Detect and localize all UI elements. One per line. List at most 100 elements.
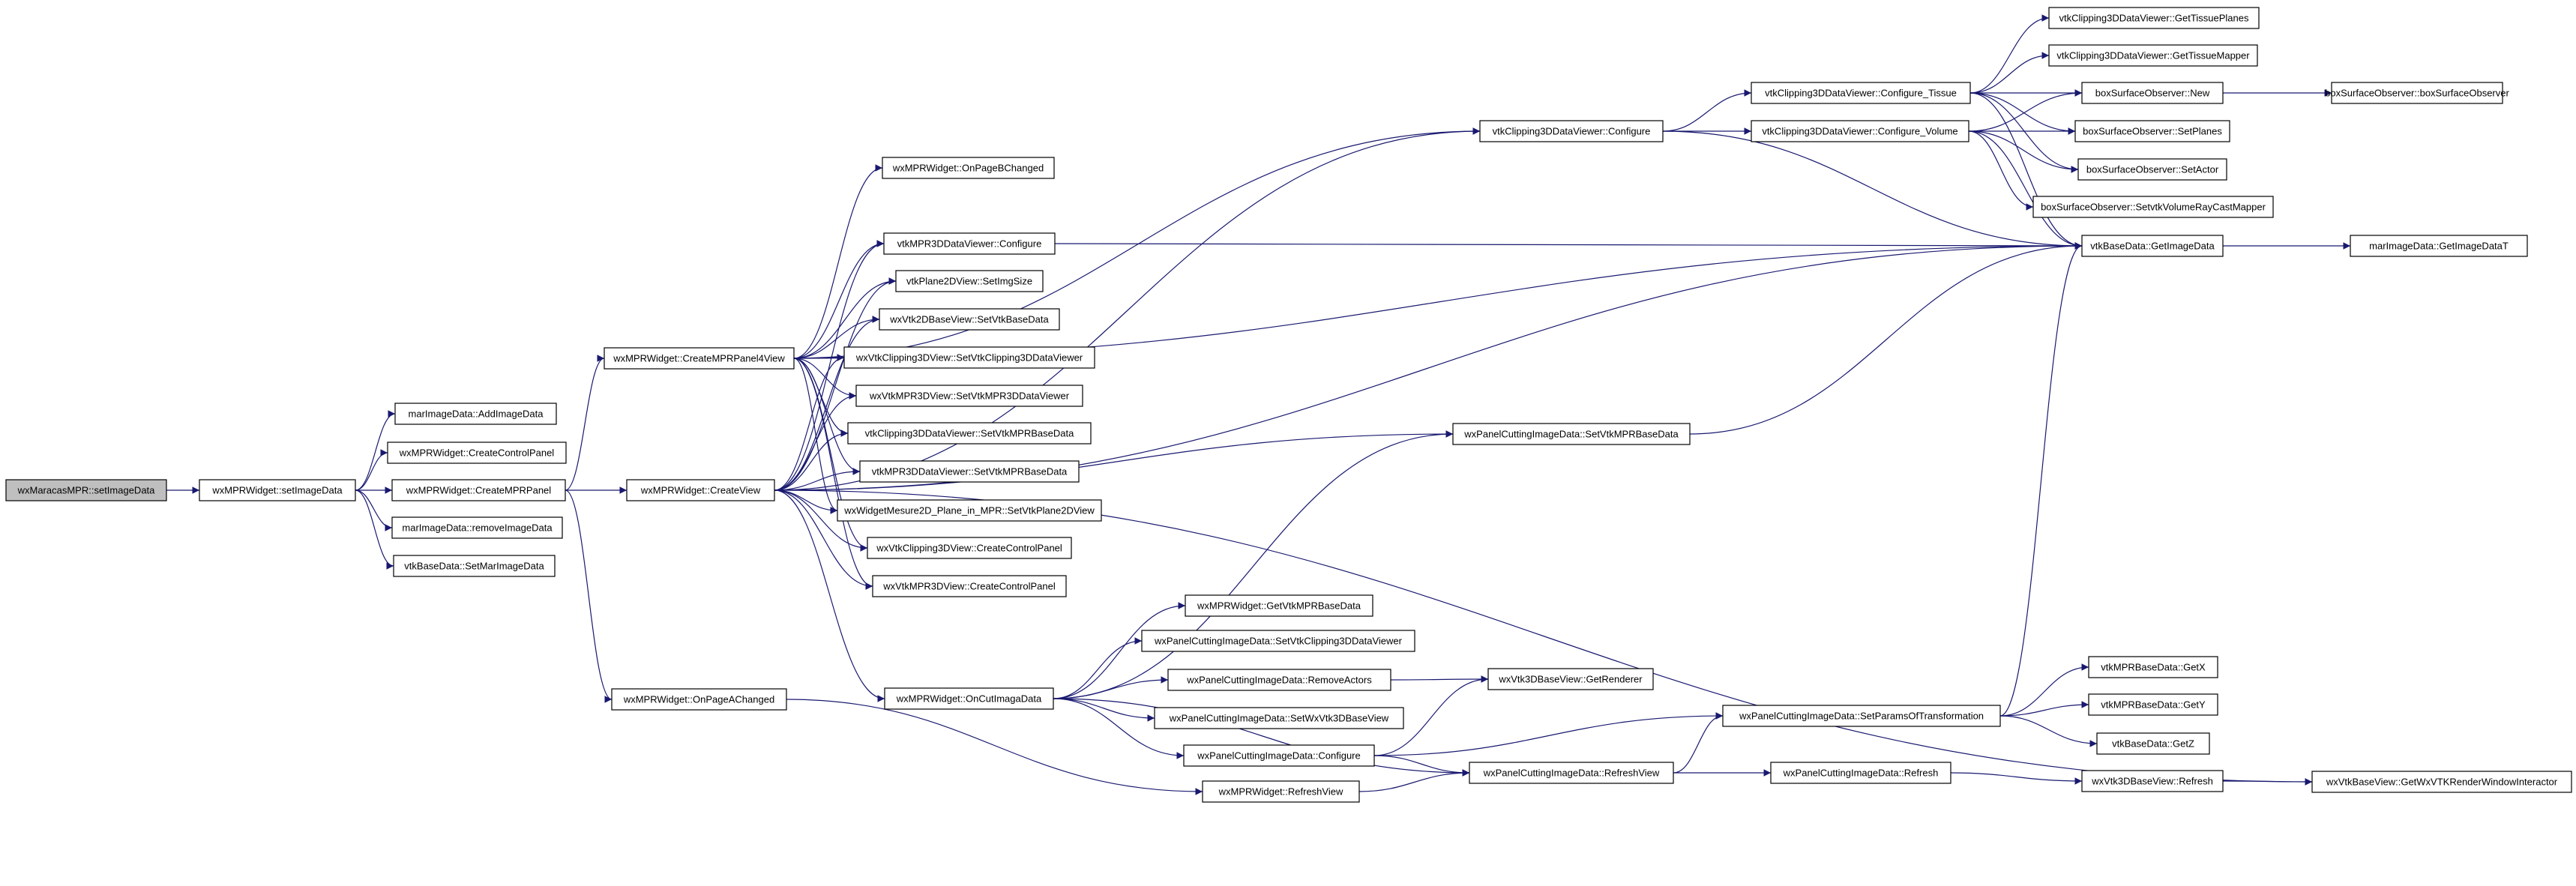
node-box[interactable]: [867, 537, 1072, 559]
node-box[interactable]: [604, 347, 795, 370]
node-vtkclipping3ddataviewer-gettissueplanes[interactable]: vtkClipping3DDataViewer::GetTissuePlanes: [2048, 7, 2260, 29]
node-wxmprwidget-getvtkmprbasedata[interactable]: wxMPRWidget::GetVtkMPRBaseData: [1185, 594, 1373, 617]
node-boxsurfaceobserver-new[interactable]: boxSurfaceObserver::New: [2081, 82, 2224, 104]
node-box[interactable]: [626, 479, 775, 501]
node-vtkplane2dview-setimgsize[interactable]: vtkPlane2DView::SetImgSize: [895, 270, 1044, 292]
node-wxmprwidget-createview[interactable]: wxMPRWidget::CreateView: [626, 479, 775, 501]
node-wxpanelcuttingimagedata-removeactors[interactable]: wxPanelCuttingImageData::RemoveActors: [1167, 669, 1391, 691]
node-wxpanelcuttingimagedata-setvtkmprbasedata[interactable]: wxPanelCuttingImageData::SetVtkMPRBaseDa…: [1452, 423, 1691, 445]
node-vtkclipping3ddataviewer-configure-volume[interactable]: vtkClipping3DDataViewer::Configure_Volum…: [1751, 120, 1969, 142]
node-wxmprwidget-createmprpanel[interactable]: wxMPRWidget::CreateMPRPanel: [391, 479, 566, 501]
node-boxsurfaceobserver-setactor[interactable]: boxSurfaceObserver::SetActor: [2077, 158, 2227, 181]
node-vtkmpr3ddataviewer-setvtkmprbasedata[interactable]: vtkMPR3DDataViewer::SetVtkMPRBaseData: [859, 460, 1080, 483]
node-wxpanelcuttingimagedata-configure[interactable]: wxPanelCuttingImageData::Configure: [1183, 744, 1375, 767]
node-box[interactable]: [2048, 7, 2260, 29]
node-boxsurfaceobserver-setplanes[interactable]: boxSurfaceObserver::SetPlanes: [2074, 120, 2230, 142]
node-vtkbasedata-getimagedata[interactable]: vtkBaseData::GetImageData: [2081, 235, 2224, 257]
node-wxpanelcuttingimagedata-setparamsoftransformation[interactable]: wxPanelCuttingImageData::SetParamsOfTran…: [1722, 705, 2001, 727]
node-wxvtk3dbaseview-getrenderer[interactable]: wxVtk3DBaseView::GetRenderer: [1487, 668, 1654, 690]
node-box[interactable]: [847, 422, 1092, 444]
node-box[interactable]: [2331, 82, 2503, 104]
node-wxpanelcuttingimagedata-setwxvtk3dbaseview[interactable]: wxPanelCuttingImageData::SetWxVtk3DBaseV…: [1154, 707, 1404, 729]
node-box[interactable]: [2074, 120, 2230, 142]
node-box[interactable]: [1469, 762, 1674, 784]
node-vtkclipping3ddataviewer-setvtkmprbasedata[interactable]: vtkClipping3DDataViewer::SetVtkMPRBaseDa…: [847, 422, 1092, 444]
node-wxvtk3dbaseview-refresh[interactable]: wxVtk3DBaseView::Refresh: [2081, 770, 2224, 792]
node-box[interactable]: [2350, 235, 2528, 257]
node-box[interactable]: [883, 232, 1056, 255]
node-box[interactable]: [1183, 744, 1375, 767]
node-box[interactable]: [199, 479, 356, 501]
node-box[interactable]: [1751, 82, 1971, 104]
node-wxmprwidget-setimagedata[interactable]: wxMPRWidget::setImageData: [199, 479, 356, 501]
node-box[interactable]: [391, 479, 566, 501]
node-box[interactable]: [884, 687, 1054, 710]
node-box[interactable]: [855, 385, 1083, 407]
node-box[interactable]: [882, 157, 1055, 179]
node-box[interactable]: [2088, 693, 2218, 716]
node-box[interactable]: [2077, 158, 2227, 181]
node-box[interactable]: [2096, 732, 2210, 755]
node-box[interactable]: [2081, 235, 2224, 257]
node-box[interactable]: [1452, 423, 1691, 445]
node-wxvtkmpr3dview-setvtkmpr3ddataviewer[interactable]: wxVtkMPR3DView::SetVtkMPR3DDataViewer: [855, 385, 1083, 407]
node-box[interactable]: [2081, 770, 2224, 792]
node-vtkbasedata-getz[interactable]: vtkBaseData::GetZ: [2096, 732, 2210, 755]
node-box[interactable]: [391, 516, 563, 539]
node-box[interactable]: [1770, 762, 1951, 784]
node-box[interactable]: [1202, 780, 1360, 803]
node-box[interactable]: [872, 575, 1067, 597]
node-box[interactable]: [1167, 669, 1391, 691]
node-wxpanelcuttingimagedata-refresh[interactable]: wxPanelCuttingImageData::Refresh: [1770, 762, 1951, 784]
node-wxmprwidget-oncutimagadata[interactable]: wxMPRWidget::OnCutImagaData: [884, 687, 1054, 710]
node-box[interactable]: [1154, 707, 1404, 729]
node-wxpanelcuttingimagedata-setvtkclipping3ddataviewer[interactable]: wxPanelCuttingImageData::SetVtkClipping3…: [1141, 630, 1415, 652]
node-vtkclipping3ddataviewer-configure[interactable]: vtkClipping3DDataViewer::Configure: [1479, 120, 1664, 142]
node-wxmprwidget-createcontrolpanel[interactable]: wxMPRWidget::CreateControlPanel: [387, 442, 567, 464]
node-wxwidgetmesure2d-plane-in-mpr-setvtkplane2dview[interactable]: wxWidgetMesure2D_Plane_in_MPR::SetVtkPla…: [837, 499, 1102, 522]
node-box[interactable]: [1487, 668, 1654, 690]
node-box[interactable]: [394, 403, 557, 425]
node-wxvtk2dbaseview-setvtkbasedata[interactable]: wxVtk2DBaseView::SetVtkBaseData: [879, 308, 1060, 331]
node-wxmaracasmpr-setimagedata[interactable]: wxMaracasMPR::setImageData: [5, 479, 167, 501]
node-wxpanelcuttingimagedata-refreshview[interactable]: wxPanelCuttingImageData::RefreshView: [1469, 762, 1674, 784]
node-box[interactable]: [1722, 705, 2001, 727]
node-vtkmprbasedata-getx[interactable]: vtkMPRBaseData::GetX: [2088, 656, 2218, 678]
node-wxmprwidget-createmprpanel4view[interactable]: wxMPRWidget::CreateMPRPanel4View: [604, 347, 795, 370]
node-box[interactable]: [611, 688, 787, 711]
node-box[interactable]: [387, 442, 567, 464]
node-box[interactable]: [2311, 771, 2572, 793]
node-box[interactable]: [2048, 44, 2258, 67]
node-wxmprwidget-onpageachanged[interactable]: wxMPRWidget::OnPageAChanged: [611, 688, 787, 711]
node-box[interactable]: [837, 499, 1102, 522]
node-marimagedata-removeimagedata[interactable]: marImageData::removeImageData: [391, 516, 563, 539]
node-boxsurfaceobserver-setvtkvolumeraycastmapper[interactable]: boxSurfaceObserver::SetvtkVolumeRayCastM…: [2032, 196, 2274, 218]
node-wxmprwidget-onpagebchanged[interactable]: wxMPRWidget::OnPageBChanged: [882, 157, 1055, 179]
node-marimagedata-addimagedata[interactable]: marImageData::AddImageData: [394, 403, 557, 425]
node-box[interactable]: [5, 479, 167, 501]
node-box[interactable]: [895, 270, 1044, 292]
node-wxvtkclipping3dview-setvtkclipping3ddataviewer[interactable]: wxVtkClipping3DView::SetVtkClipping3DDat…: [843, 346, 1095, 369]
node-box[interactable]: [2081, 82, 2224, 104]
node-box[interactable]: [393, 555, 556, 577]
node-box[interactable]: [843, 346, 1095, 369]
node-vtkmprbasedata-gety[interactable]: vtkMPRBaseData::GetY: [2088, 693, 2218, 716]
node-boxsurfaceobserver-boxsurfaceobserver[interactable]: boxSurfaceObserver::boxSurfaceObserver: [2325, 82, 2510, 104]
node-wxvtkclipping3dview-createcontrolpanel[interactable]: wxVtkClipping3DView::CreateControlPanel: [867, 537, 1072, 559]
node-vtkclipping3ddataviewer-configure-tissue[interactable]: vtkClipping3DDataViewer::Configure_Tissu…: [1751, 82, 1971, 104]
node-box[interactable]: [2032, 196, 2274, 218]
node-wxvtkbaseview-getwxvtkrenderwindowinteractor[interactable]: wxVtkBaseView::GetWxVTKRenderWindowInter…: [2311, 771, 2572, 793]
node-marimagedata-getimagedatat[interactable]: marImageData::GetImageDataT: [2350, 235, 2528, 257]
node-box[interactable]: [1751, 120, 1969, 142]
node-vtkbasedata-setmarimagedata[interactable]: vtkBaseData::SetMarImageData: [393, 555, 556, 577]
node-box[interactable]: [1185, 594, 1373, 617]
node-wxvtkmpr3dview-createcontrolpanel[interactable]: wxVtkMPR3DView::CreateControlPanel: [872, 575, 1067, 597]
node-box[interactable]: [2088, 656, 2218, 678]
node-box[interactable]: [859, 460, 1080, 483]
node-box[interactable]: [879, 308, 1060, 331]
node-wxmprwidget-refreshview[interactable]: wxMPRWidget::RefreshView: [1202, 780, 1360, 803]
node-vtkclipping3ddataviewer-gettissuemapper[interactable]: vtkClipping3DDataViewer::GetTissueMapper: [2048, 44, 2258, 67]
node-vtkmpr3ddataviewer-configure[interactable]: vtkMPR3DDataViewer::Configure: [883, 232, 1056, 255]
node-box[interactable]: [1479, 120, 1664, 142]
node-box[interactable]: [1141, 630, 1415, 652]
